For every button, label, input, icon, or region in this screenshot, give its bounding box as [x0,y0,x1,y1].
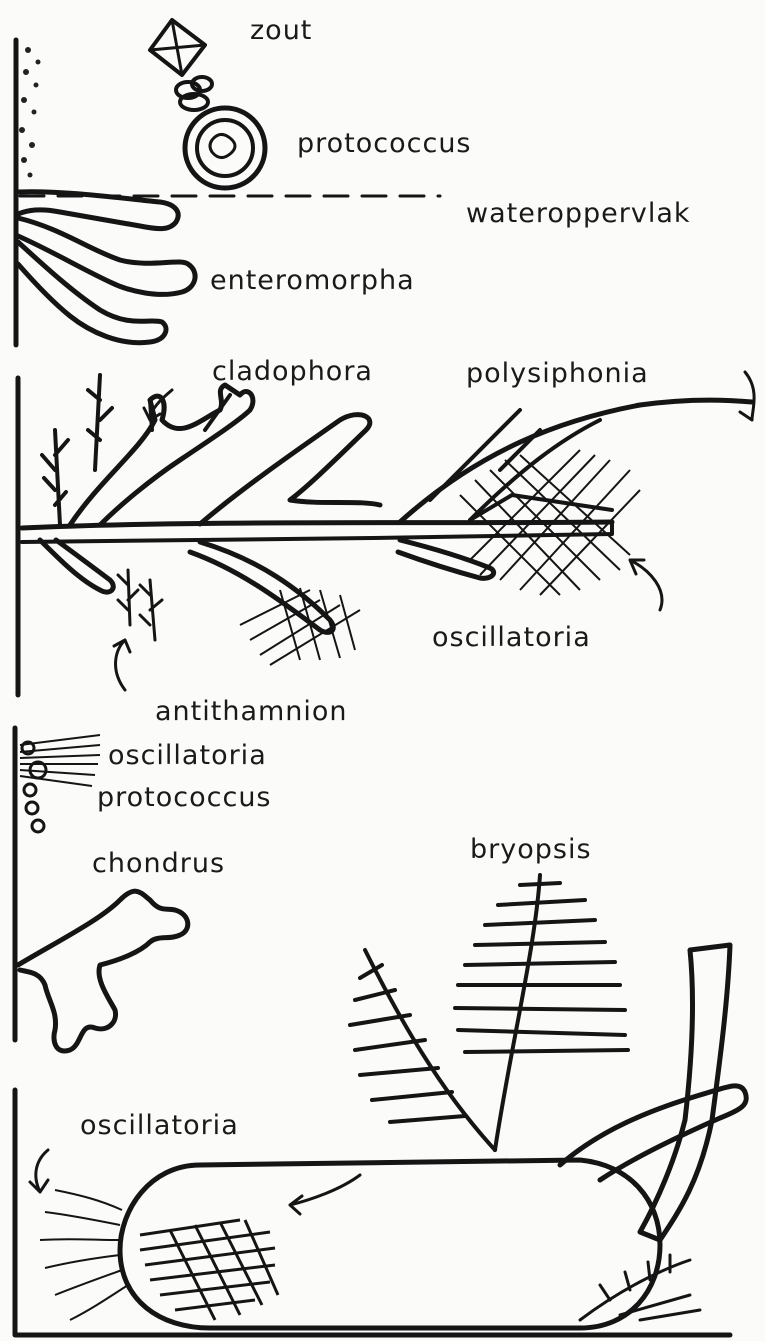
label-cladophora: cladophora [212,356,373,387]
protococcus-cell [185,108,265,188]
panel-2-branching-algae [18,372,754,695]
salt-speckles [19,47,41,178]
panel-1-intertidal [16,20,440,345]
lower-mid-arm [190,542,333,632]
protococcus-small-cells [176,77,212,110]
label-chondrus: chondrus [92,848,225,879]
label-bryopsis: bryopsis [470,834,592,865]
oscillatoria-net-stone [140,1220,278,1320]
label-oscillatoria-4: oscillatoria [80,1110,239,1141]
label-zout: zout [250,15,312,46]
arrow-oscillatoria [630,560,662,610]
label-enteromorpha: enteromorpha [210,265,415,296]
antithamnion [118,570,162,640]
label-antithamnion: antithamnion [155,696,348,727]
oscillatoria-net-lower [240,588,360,665]
label-polysiphonia: polysiphonia [466,358,649,389]
cladophora [70,385,380,525]
protococcus-chain [22,742,46,832]
chondrus-thallus [18,891,188,1051]
tuft-bottom-right [580,1255,700,1320]
arrow-oscillatoria-net [290,1175,360,1214]
label-protococcus-1: protococcus [297,128,472,159]
lower-left-arm [40,540,113,592]
lower-right-arm [398,540,494,578]
bryopsis [350,875,628,1150]
label-protococcus-3: protococcus [97,782,272,813]
tube-leaning [560,1086,746,1180]
enteromorpha-tubes [18,192,195,343]
left-sprigs [42,375,112,525]
label-oscillatoria-2: oscillatoria [432,622,591,653]
polysiphonia [400,400,752,522]
oscillatoria-filaments-left [40,1190,128,1320]
arrow-antithamnion [114,640,130,690]
salt-crystal [150,20,205,75]
stone-capsule [120,1160,660,1328]
arrow-polysiphonia [740,372,754,420]
label-wateroppervlak: wateroppervlak [466,198,691,229]
arrow-oscillatoria-left [30,1150,48,1192]
label-oscillatoria-3: oscillatoria [108,740,267,771]
